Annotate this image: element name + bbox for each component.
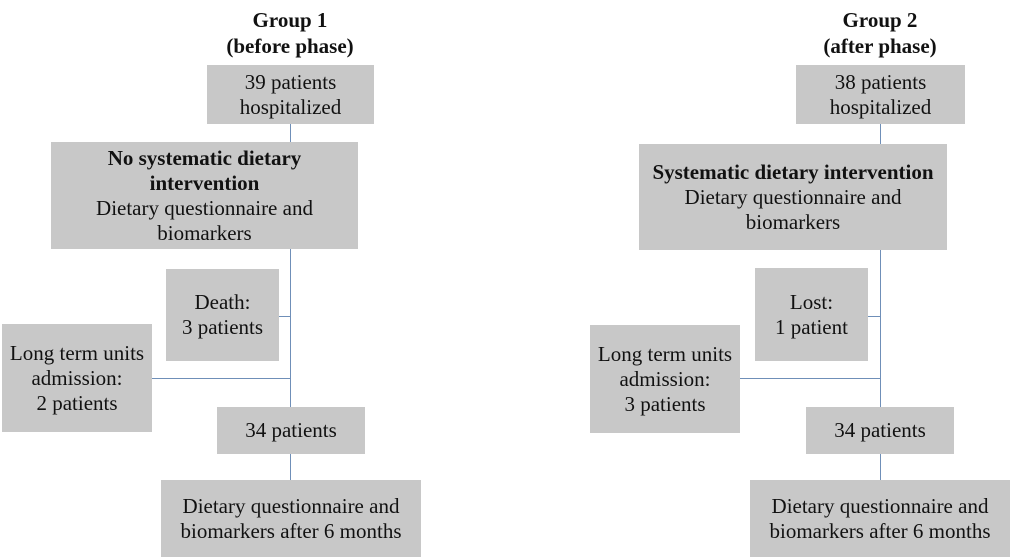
connector-line [290,249,292,407]
intervention-detail-line-2: biomarkers [157,220,252,245]
group-2-subtitle: (after phase) [823,34,937,58]
final-box: Dietary questionnaire and biomarkers aft… [750,480,1010,557]
intervention-box: Systematic dietary intervention Dietary … [639,144,947,250]
connector-line [740,378,881,380]
start-line-1: 38 patients [834,69,927,94]
connector-line [279,316,291,318]
intervention-title-line-1: No systematic dietary [107,145,302,170]
connector-line [152,378,291,380]
connector-line [880,250,882,407]
remaining-text: 34 patients [245,418,337,442]
exclusion-b-line-3: 2 patients [36,390,118,415]
group-1-title: Group 1 (before phase) [210,7,370,59]
exclusion-a-line-2: 1 patient [775,314,848,339]
final-box: Dietary questionnaire and biomarkers aft… [161,480,421,557]
connector-line [290,454,292,480]
exclusion-b-line-2: admission: [619,366,711,391]
start-box: 39 patients hospitalized [207,65,374,124]
exclusion-box-long-term: Long term units admission: 2 patients [2,324,152,432]
group-2-title: Group 2 (after phase) [800,7,960,59]
connector-line [868,316,881,318]
exclusion-box-lost: Lost: 1 patient [755,268,868,361]
exclusion-a-line-1: Death: [194,290,251,314]
remaining-box: 34 patients [217,407,365,454]
final-line-1: Dietary questionnaire and [182,493,400,518]
intervention-detail-line-1: Dietary questionnaire and [96,195,313,220]
exclusion-a-line-2: 3 patients [181,315,264,339]
connector-line [880,124,882,144]
exclusion-b-line-3: 3 patients [624,391,706,416]
final-line-1: Dietary questionnaire and [771,493,989,518]
intervention-detail-line-2: biomarkers [745,209,841,234]
start-line-2: hospitalized [829,94,932,119]
group-1-subtitle: (before phase) [226,34,354,58]
exclusion-box-death: Death: 3 patients [166,269,279,361]
final-line-2: biomarkers after 6 months [180,518,402,543]
remaining-box: 34 patients [806,407,954,454]
intervention-detail-line-1: Dietary questionnaire and [684,184,902,209]
exclusion-b-line-1: Long term units [9,340,145,365]
connector-line [290,124,292,142]
exclusion-b-line-2: admission: [31,365,123,390]
intervention-title-line-1: Systematic dietary intervention [652,159,934,184]
exclusion-b-line-1: Long term units [597,341,733,366]
group-1-title-text: Group 1 [252,8,328,32]
final-line-2: biomarkers after 6 months [769,518,991,543]
exclusion-a-line-1: Lost: [789,289,834,314]
intervention-box: No systematic dietary intervention Dieta… [51,142,358,249]
connector-line [880,454,882,480]
start-line-2: hospitalized [239,94,342,119]
start-line-1: 39 patients [244,69,337,94]
group-2-title-text: Group 2 [842,8,918,32]
remaining-text: 34 patients [834,418,926,442]
start-box: 38 patients hospitalized [796,65,965,124]
intervention-title-line-2: intervention [149,170,260,195]
exclusion-box-long-term: Long term units admission: 3 patients [590,325,740,433]
